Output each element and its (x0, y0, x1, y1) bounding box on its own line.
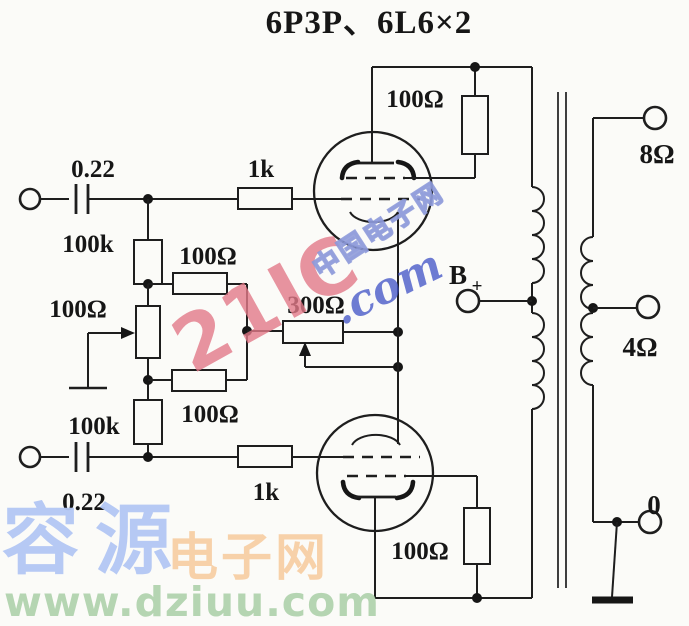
capacitor-bottom-label: 0.22 (62, 489, 106, 516)
screen-resistor-top (461, 95, 489, 155)
screen-resistor-bottom (463, 507, 491, 565)
beam-plate-icon (394, 479, 416, 501)
secondary-winding-upper (580, 236, 594, 310)
resistor-100k-top-label: 100k (62, 231, 114, 258)
resistor-1k-top (237, 187, 293, 210)
junction-dot (143, 452, 153, 462)
hum-pot-label: 300Ω (287, 292, 345, 319)
beam-plate-icon (395, 159, 417, 181)
output-terminal-8ohm (642, 105, 668, 131)
wire (611, 521, 618, 598)
resistor-1k-top-label: 1k (248, 156, 275, 183)
b-plus-sign: + (472, 276, 483, 297)
resistor-100k-bottom-label: 100k (68, 413, 120, 440)
junction-dot (472, 593, 482, 603)
resistor-100ohm-upper-label: 100Ω (179, 243, 237, 270)
capacitor-top-label: 0.22 (71, 156, 115, 183)
resistor-100k-bottom (133, 399, 163, 445)
output-terminal-0 (637, 509, 663, 535)
output-0-label: 0 (647, 490, 661, 520)
primary-winding-upper (531, 186, 545, 284)
balance-pot-label: 100Ω (49, 296, 107, 323)
junction-dot (470, 62, 480, 72)
resistor-100k-top (133, 239, 163, 285)
output-terminal-4ohm (635, 294, 661, 320)
pot-wiper-arrow (121, 327, 135, 339)
resistor-100ohm-lower (171, 369, 227, 392)
hum-pot-body (282, 320, 344, 344)
b-plus-label: B (449, 260, 467, 290)
resistor-100ohm-lower-label: 100Ω (181, 401, 239, 428)
screen-resistor-bottom-label: 100Ω (391, 538, 449, 565)
input-terminal-bottom (18, 445, 42, 469)
balance-pot-body (135, 305, 161, 359)
output-8ohm-label: 8Ω (639, 139, 674, 169)
beam-plate-icon (339, 159, 361, 181)
resistor-1k-bottom-label: 1k (253, 479, 280, 506)
hum-pot-wiper-arrow (299, 342, 311, 356)
screen-resistor-top-label: 100Ω (386, 86, 444, 113)
tube-upper-cathode (349, 211, 399, 224)
secondary-winding-lower (580, 312, 594, 386)
input-terminal-top (18, 187, 42, 211)
output-4ohm-label: 4Ω (622, 332, 657, 362)
tube-lower-cathode (351, 433, 401, 446)
resistor-1k-bottom (237, 445, 293, 468)
b-plus-terminal (455, 288, 481, 314)
primary-winding-lower (531, 312, 545, 410)
resistor-100ohm-upper (172, 272, 228, 295)
schematic-title: 6P3P、6L6×2 (266, 5, 473, 41)
